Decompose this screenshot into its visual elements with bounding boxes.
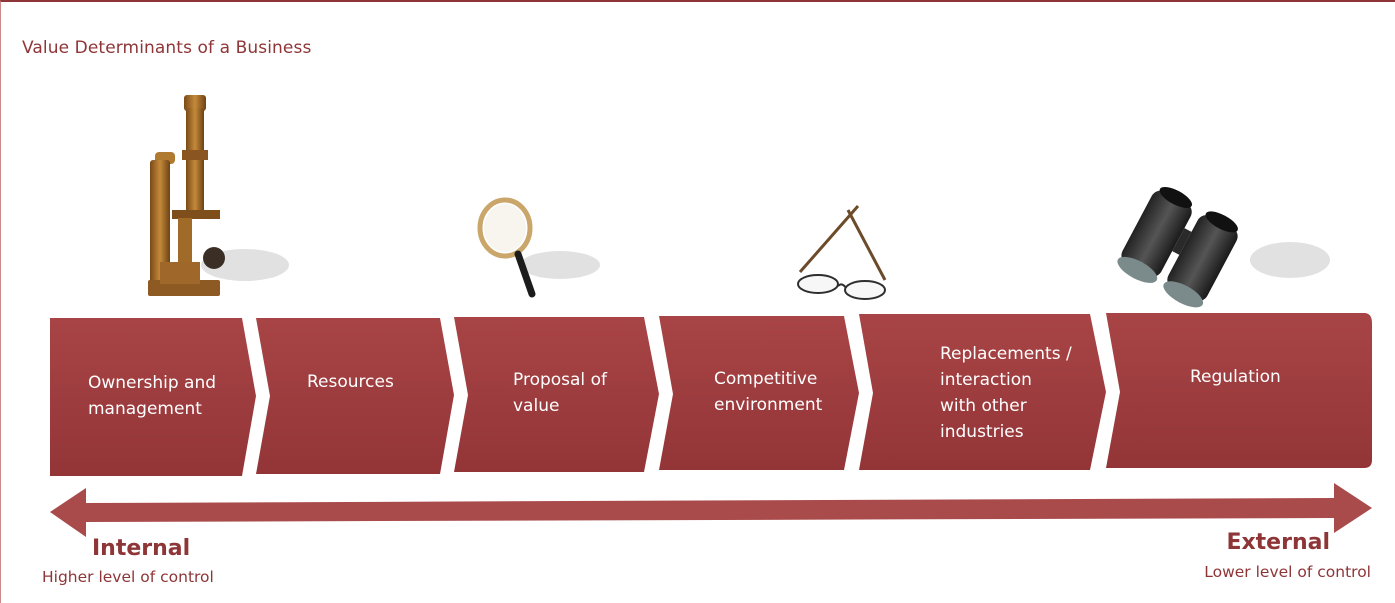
binoculars-icon — [1117, 187, 1330, 308]
chevron-step-3 — [454, 317, 659, 472]
step-label-proposal: Proposal of value — [513, 370, 607, 416]
chevron-step-4 — [659, 316, 859, 470]
step-label-replacements: Replacements / interaction with other in… — [940, 344, 1072, 442]
eyeglasses-icon — [797, 205, 887, 300]
chevron-step-2 — [256, 318, 454, 474]
internal-label: Internal — [92, 536, 191, 561]
internal-sublabel: Higher level of control — [42, 568, 214, 586]
external-sublabel: Lower level of control — [1204, 563, 1371, 581]
step-label-resources: Resources — [307, 372, 394, 392]
control-arrow — [50, 483, 1372, 537]
process-chevrons — [50, 313, 1372, 476]
magnifying-glass-icon — [477, 197, 600, 298]
step-label-ownership: Ownership and management — [88, 373, 217, 419]
step-label-competitive: Competitive environment — [714, 369, 823, 415]
chevron-step-1 — [50, 318, 256, 476]
external-label: External — [1226, 530, 1330, 555]
chevron-step-5 — [859, 314, 1106, 470]
step-label-regulation: Regulation — [1190, 367, 1281, 387]
microscope-icon — [148, 95, 289, 296]
diagram-title: Value Determinants of a Business — [22, 38, 312, 58]
chevron-step-6 — [1106, 313, 1372, 468]
